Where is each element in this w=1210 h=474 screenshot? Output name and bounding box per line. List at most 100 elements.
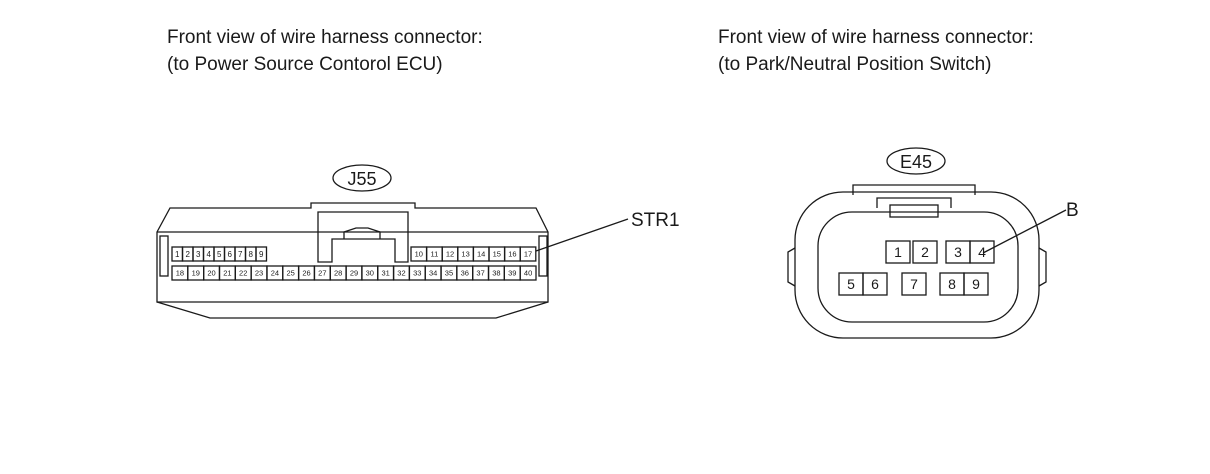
j55-pin-15-label: 15 [493, 250, 501, 259]
j55-pin-1: 1 [171, 246, 184, 262]
j55-right-clip [538, 235, 548, 277]
j55-pin-38: 38 [487, 265, 505, 281]
j55-pin-9-label: 9 [259, 250, 264, 259]
j55-pin-40: 40 [519, 265, 537, 281]
e45-pin-7-label: 7 [910, 276, 918, 292]
j55-pin-14: 14 [472, 246, 490, 262]
j55-code-oval [332, 164, 392, 192]
j55-pin-22-label: 22 [239, 269, 247, 278]
j55-pin-34: 34 [424, 265, 442, 281]
j55-pin-21-label: 21 [223, 269, 231, 278]
j55-pin-15: 15 [488, 246, 506, 262]
j55-pin-13-label: 13 [461, 250, 469, 259]
j55-pin-12: 12 [441, 246, 459, 262]
j55-pin-7-label: 7 [238, 250, 243, 259]
j55-pin-19-label: 19 [192, 269, 200, 278]
e45-right-ear [1038, 247, 1047, 287]
j55-pin-30: 30 [361, 265, 379, 281]
e45-pin-8: 8 [939, 272, 965, 296]
j55-pin-2-label: 2 [186, 250, 191, 259]
e45-pin-8-label: 8 [948, 276, 956, 292]
e45-pin-9-label: 9 [972, 276, 980, 292]
e45-pin-9: 9 [963, 272, 989, 296]
e45-left-ear [787, 247, 796, 287]
j55-pin-25: 25 [282, 265, 300, 281]
e45-latch-inner [876, 197, 952, 208]
j55-pin-13: 13 [457, 246, 475, 262]
j55-pin-9: 9 [255, 246, 268, 262]
e45-pin-6-box [862, 272, 888, 296]
j55-pin-5: 5 [213, 246, 226, 262]
j55-pin-17-box [519, 246, 537, 262]
e45-pin-6: 6 [862, 272, 888, 296]
j55-pin-18-label: 18 [176, 269, 184, 278]
j55-pin-23: 23 [250, 265, 268, 281]
j55-pin-6: 6 [223, 246, 236, 262]
b-leader-line [982, 209, 1067, 254]
e45-pin-1-label: 1 [894, 244, 902, 260]
e45-top-latch [852, 184, 976, 195]
j55-lock-latch [343, 227, 381, 239]
e45-code-oval [886, 147, 946, 175]
e45-pin-3: 3 [945, 240, 971, 264]
j55-pin-24-label: 24 [271, 269, 279, 278]
j55-pin-18: 18 [171, 265, 189, 281]
j55-pin-35-label: 35 [445, 269, 453, 278]
j55-pin-16-label: 16 [508, 250, 516, 259]
j55-pin-31-label: 31 [381, 269, 389, 278]
j55-left-clip [159, 235, 169, 277]
j55-lock-tab [317, 211, 409, 263]
j55-pin-10-label: 10 [415, 250, 423, 259]
j55-pin-16: 16 [503, 246, 521, 262]
j55-pin-28-label: 28 [334, 269, 342, 278]
j55-pin-34-label: 34 [429, 269, 437, 278]
e45-pin-3-label: 3 [954, 244, 962, 260]
j55-pin-25-label: 25 [287, 269, 295, 278]
j55-pin-27-label: 27 [318, 269, 326, 278]
j55-pin-37-label: 37 [476, 269, 484, 278]
j55-pin-17-label: 17 [524, 250, 532, 259]
left-caption-line2: (to Power Source Contorol ECU) [167, 54, 443, 75]
j55-pin-23-label: 23 [255, 269, 263, 278]
j55-pin-27: 27 [313, 265, 331, 281]
j55-pin-39-label: 39 [508, 269, 516, 278]
e45-pin-1: 1 [885, 240, 911, 264]
j55-pin-35: 35 [440, 265, 458, 281]
j55-pin-32-label: 32 [397, 269, 405, 278]
right-caption-line2: (to Park/Neutral Position Switch) [718, 54, 992, 75]
j55-pin-20-label: 20 [207, 269, 215, 278]
j55-pin-32: 32 [392, 265, 411, 281]
e45-pin-2-box [912, 240, 938, 264]
j55-bottom-lip [156, 301, 549, 319]
e45-pin-7-box [901, 272, 927, 296]
e45-pin-2: 2 [912, 240, 938, 264]
j55-pin-39: 39 [503, 265, 521, 281]
j55-pin-40-box [519, 265, 537, 281]
e45-pin-6-label: 6 [871, 276, 879, 292]
j55-pin-20: 20 [203, 265, 221, 281]
j55-pin-36-label: 36 [461, 269, 469, 278]
j55-pin-8-label: 8 [249, 250, 254, 259]
j55-housing [156, 202, 549, 303]
e45-pin-9-box [963, 272, 989, 296]
j55-pin-40-label: 40 [524, 269, 532, 278]
j55-pin-4-label: 4 [207, 250, 212, 259]
j55-pin-33: 33 [408, 265, 426, 281]
j55-pin-22: 22 [234, 265, 252, 281]
e45-pin-4-label: 4 [978, 244, 986, 260]
j55-pin-5-label: 5 [217, 250, 222, 259]
str1-callout-label: STR1 [631, 210, 680, 231]
e45-pin-4: 4 [969, 240, 995, 264]
e45-pin-4-box [969, 240, 995, 264]
e45-pin-7: 7 [901, 272, 927, 296]
j55-pin-11-label: 11 [431, 250, 439, 259]
j55-pin-3-label: 3 [196, 250, 201, 259]
right-caption-line1: Front view of wire harness connector: [718, 27, 1034, 48]
left-connector-caption: Front view of wire harness connector: (t… [167, 24, 483, 78]
